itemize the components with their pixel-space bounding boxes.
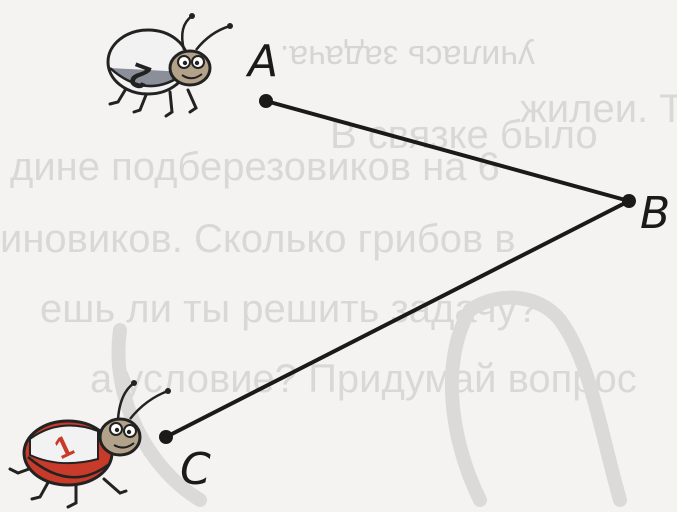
bleed-through-text: училась задача. В связке было жилеи. Т д… (0, 38, 677, 401)
beetle-1-icon: 1 (8, 380, 171, 509)
beetle-2-icon: 2 (106, 13, 233, 118)
bleed-line-3: жилеи. Т (520, 87, 677, 131)
label-a: A (245, 36, 278, 87)
bleed-line-7: а условие? Придумай вопрос (90, 357, 637, 401)
point-c (159, 430, 173, 444)
label-b: B (640, 188, 670, 239)
bleed-line-2: В связке было (330, 113, 598, 157)
segment-ab (264, 99, 631, 203)
bleed-line-1: училась задача. (280, 38, 535, 76)
bleed-line-5: иновиков. Сколько грибов в (0, 217, 516, 261)
segment-cb (164, 199, 631, 439)
point-a (259, 94, 273, 108)
point-b (622, 194, 636, 208)
label-c: C (180, 444, 211, 495)
bleed-line-4: дине подберезовиков на 6 (10, 145, 500, 189)
